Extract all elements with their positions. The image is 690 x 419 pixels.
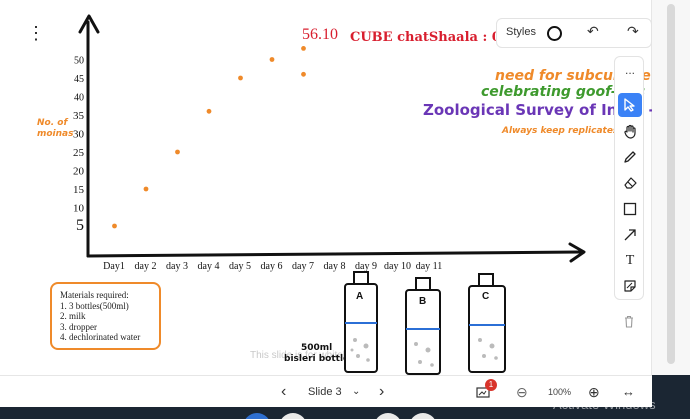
x-tick-label: Day1 — [103, 261, 125, 272]
y-tick-label: 35 — [73, 110, 85, 122]
sticky-note-icon[interactable] — [618, 274, 642, 298]
taskbar-button[interactable] — [409, 413, 437, 419]
scatter-chart: 5 10 15 20 25 30 35 40 45 50 Day1 day 2 day 3 day 4 d… — [73, 14, 586, 272]
x-tick-label: day 10 — [384, 261, 411, 272]
whiteboard-canvas[interactable]: ⋮ 5 10 15 20 25 30 35 40 45 50 Day1 day 2 day 3 day … — [0, 0, 655, 375]
materials-item: 4. dechlorinated water — [60, 332, 141, 342]
taskbar-button[interactable] — [243, 413, 271, 419]
bottle-note-brand: bisleri bottle — [284, 354, 350, 364]
x-tick-label: day 2 — [135, 261, 157, 272]
undo-icon[interactable]: ↶ — [587, 23, 599, 39]
y-tick-label: 10 — [73, 203, 85, 215]
text-icon[interactable]: T — [625, 253, 635, 268]
trash-icon[interactable] — [617, 309, 641, 333]
bottles-drawing — [344, 271, 506, 375]
x-tick-label: day 8 — [324, 261, 346, 272]
x-tick-label: day 5 — [229, 261, 251, 272]
y-axis-arrowhead — [78, 14, 100, 34]
zoom-level: 100% — [548, 387, 572, 397]
x-axis — [86, 250, 582, 258]
chevron-down-icon[interactable]: ⌄ — [352, 386, 361, 397]
materials-box: Materials required: 1. 3 bottles(500ml) … — [50, 282, 161, 350]
styles-button[interactable]: Styles — [506, 26, 536, 38]
materials-heading: Materials required: — [60, 290, 129, 300]
notification-badge: 1 — [485, 379, 497, 391]
note-zoological-survey: Zoological Survey of India - — [423, 101, 655, 119]
data-point — [143, 186, 149, 192]
bottle-label-b: B — [419, 296, 427, 307]
materials-item: 3. dropper — [60, 321, 97, 332]
y-tick-label: 20 — [73, 166, 85, 178]
note-replicates: Always keep replicates! — [502, 126, 623, 136]
y-tick-label: 30 — [73, 129, 85, 141]
slide-selector[interactable]: Slide 3 — [308, 386, 342, 398]
next-slide-icon[interactable]: › — [379, 383, 385, 400]
y-tick-label: 25 — [73, 147, 85, 159]
materials-item: 2. milk — [60, 311, 86, 321]
data-point — [238, 75, 243, 81]
redo-icon[interactable]: ↷ — [627, 23, 639, 39]
bottle-c-drawing — [468, 273, 506, 373]
y-tick-label: 5 — [76, 217, 84, 234]
hand-icon[interactable] — [618, 119, 642, 143]
y-tick-label: 50 — [74, 56, 84, 67]
x-tick-label: day 6 — [261, 261, 283, 272]
bottom-bar: ‹ Slide 3 ⌄ › 1 ⊖ 100% ⊕ ↔ — [0, 375, 652, 407]
data-point — [206, 108, 212, 114]
data-point — [301, 46, 306, 51]
data-point — [112, 223, 117, 229]
taskbar-button[interactable] — [374, 413, 402, 419]
data-point — [269, 57, 275, 62]
note-subculture: need for subculture — [495, 68, 651, 84]
y-tick-label: 45 — [74, 74, 84, 85]
x-tick-label: day 9 — [355, 261, 377, 272]
zoom-out-icon[interactable]: ⊖ — [516, 384, 528, 400]
stroke-color-swatch[interactable] — [547, 26, 562, 41]
fit-width-icon[interactable]: ↔ — [622, 384, 635, 399]
activate-windows-watermark: Activate Windows — [553, 397, 656, 412]
y-axis-label-line2: moinas — [37, 129, 74, 139]
select-arrow-icon[interactable] — [618, 93, 642, 117]
rectangle-icon[interactable] — [618, 197, 642, 221]
y-axis-label-line1: No. of — [37, 118, 68, 128]
x-axis-arrowhead — [568, 242, 586, 263]
watermark-text: This slide is for whiteboard — [250, 350, 369, 361]
bottle-label-a: A — [356, 291, 364, 302]
pencil-icon[interactable] — [618, 145, 642, 169]
previous-slide-icon[interactable]: ‹ — [281, 383, 287, 400]
slides-grid-icon[interactable] — [476, 376, 490, 408]
x-tick-label: day 11 — [416, 261, 443, 272]
bottle-a-drawing — [344, 271, 378, 373]
taskbar-button[interactable] — [279, 413, 307, 419]
eraser-icon[interactable] — [618, 171, 642, 195]
x-tick-label: day 4 — [198, 261, 220, 272]
note-goof-ups: celebrating goof-ups — [481, 84, 646, 100]
scrollbar-thumb[interactable] — [667, 4, 675, 364]
materials-item: 1. 3 bottles(500ml) — [60, 300, 129, 311]
x-tick-label: day 7 — [292, 261, 314, 272]
data-point — [301, 71, 306, 77]
tool-palette: ... T — [614, 56, 644, 300]
bottle-b-drawing — [405, 277, 441, 375]
vertical-scrollbar[interactable] — [652, 0, 690, 375]
arrow-line-icon[interactable] — [618, 223, 642, 247]
data-point — [175, 149, 180, 155]
x-tick-label: day 3 — [166, 261, 188, 272]
styles-bar: Styles ↶ ↷ — [496, 18, 652, 48]
more-vertical-icon[interactable]: ⋮ — [27, 23, 45, 43]
title-main: CUBE chatShaala : 02 — [350, 30, 510, 45]
y-tick-label: 15 — [73, 184, 85, 196]
bottle-label-c: C — [482, 291, 490, 302]
bottle-note-volume: 500ml — [300, 343, 333, 353]
title-number: 56.10 — [302, 26, 338, 43]
more-tools-icon[interactable]: ... — [624, 63, 635, 77]
zoom-in-icon[interactable]: ⊕ — [588, 384, 600, 400]
y-tick-label: 40 — [74, 93, 84, 104]
